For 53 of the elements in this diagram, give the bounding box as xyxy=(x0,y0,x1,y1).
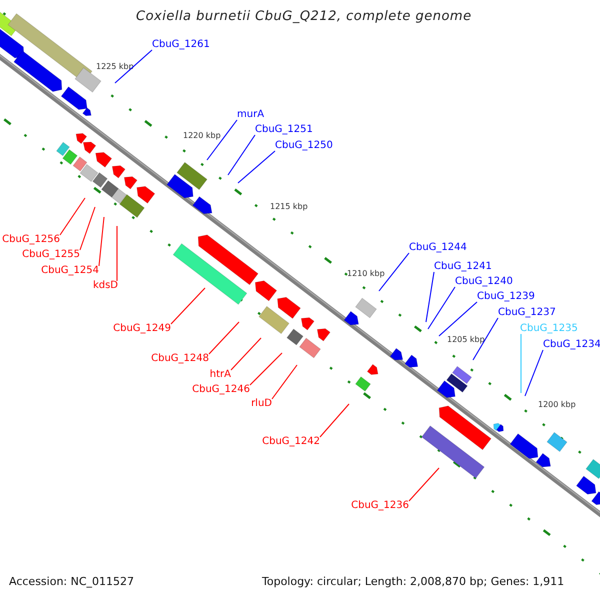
gene-label: CbuG_1255 xyxy=(22,250,80,260)
scale-label: 1200 kbp xyxy=(538,401,576,409)
scale-label: 1215 kbp xyxy=(270,203,308,211)
leader-line xyxy=(438,302,478,336)
gene-label: CbuG_1237 xyxy=(498,308,556,318)
leader-line xyxy=(378,252,410,292)
accession-text: Accession: NC_011527 xyxy=(9,576,134,587)
leader-line xyxy=(320,404,350,438)
gene-label: CbuG_1242 xyxy=(262,437,320,447)
leader-line xyxy=(428,286,456,330)
map-title: Coxiella burnetii CbuG_Q212, complete genome xyxy=(136,10,472,23)
gene-label: CbuG_1251 xyxy=(255,125,313,135)
gene-label: CbuG_1246 xyxy=(192,385,250,395)
scale-label: 1210 kbp xyxy=(347,270,385,278)
gene-label: CbuG_1254 xyxy=(41,266,99,276)
leader-line xyxy=(116,226,118,282)
gene-label: CbuG_1240 xyxy=(455,277,513,287)
gene-label: CbuG_1241 xyxy=(434,262,492,272)
gene-label: CbuG_1235 xyxy=(520,324,578,334)
gene-label: kdsD xyxy=(92,281,118,291)
genome-stats-text: Topology: circular; Length: 2,008,870 bp; Genes: 1,911 xyxy=(262,576,564,587)
leader-line xyxy=(170,288,206,324)
gene-label: CbuG_1261 xyxy=(152,40,210,50)
gene-label: CbuG_1236 xyxy=(351,501,409,511)
leader-line xyxy=(230,338,262,370)
scale-label: 1225 kbp xyxy=(96,63,134,71)
gene-label: CbuG_1249 xyxy=(113,324,171,334)
gene-label: CbuG_1234 xyxy=(543,340,600,350)
leader-line xyxy=(98,216,104,266)
scale-label: 1220 kbp xyxy=(183,132,221,140)
leader-line xyxy=(80,206,96,250)
leader-line xyxy=(408,468,440,502)
leader-line xyxy=(114,50,152,84)
gene-label: CbuG_1239 xyxy=(477,292,535,302)
leader-line xyxy=(426,272,434,322)
leader-line xyxy=(520,334,522,394)
leader-line xyxy=(238,150,276,184)
scale-label: 1205 kbp xyxy=(447,336,485,344)
leader-line xyxy=(524,350,544,396)
gene-label: CbuG_1248 xyxy=(151,354,209,364)
gene-label: rluD xyxy=(251,399,272,409)
leader-line xyxy=(228,134,256,176)
gene-label: CbuG_1250 xyxy=(275,141,333,151)
gene-label: htrA xyxy=(210,370,231,380)
leader-line xyxy=(208,322,240,354)
leader-line xyxy=(472,318,498,360)
leader-line xyxy=(250,352,282,386)
leader-line xyxy=(206,120,238,160)
leader-line xyxy=(60,198,86,236)
leader-line xyxy=(272,364,298,400)
gene-label: murA xyxy=(237,110,264,120)
gene-label: CbuG_1256 xyxy=(2,235,60,245)
gene-label: CbuG_1244 xyxy=(409,243,467,253)
